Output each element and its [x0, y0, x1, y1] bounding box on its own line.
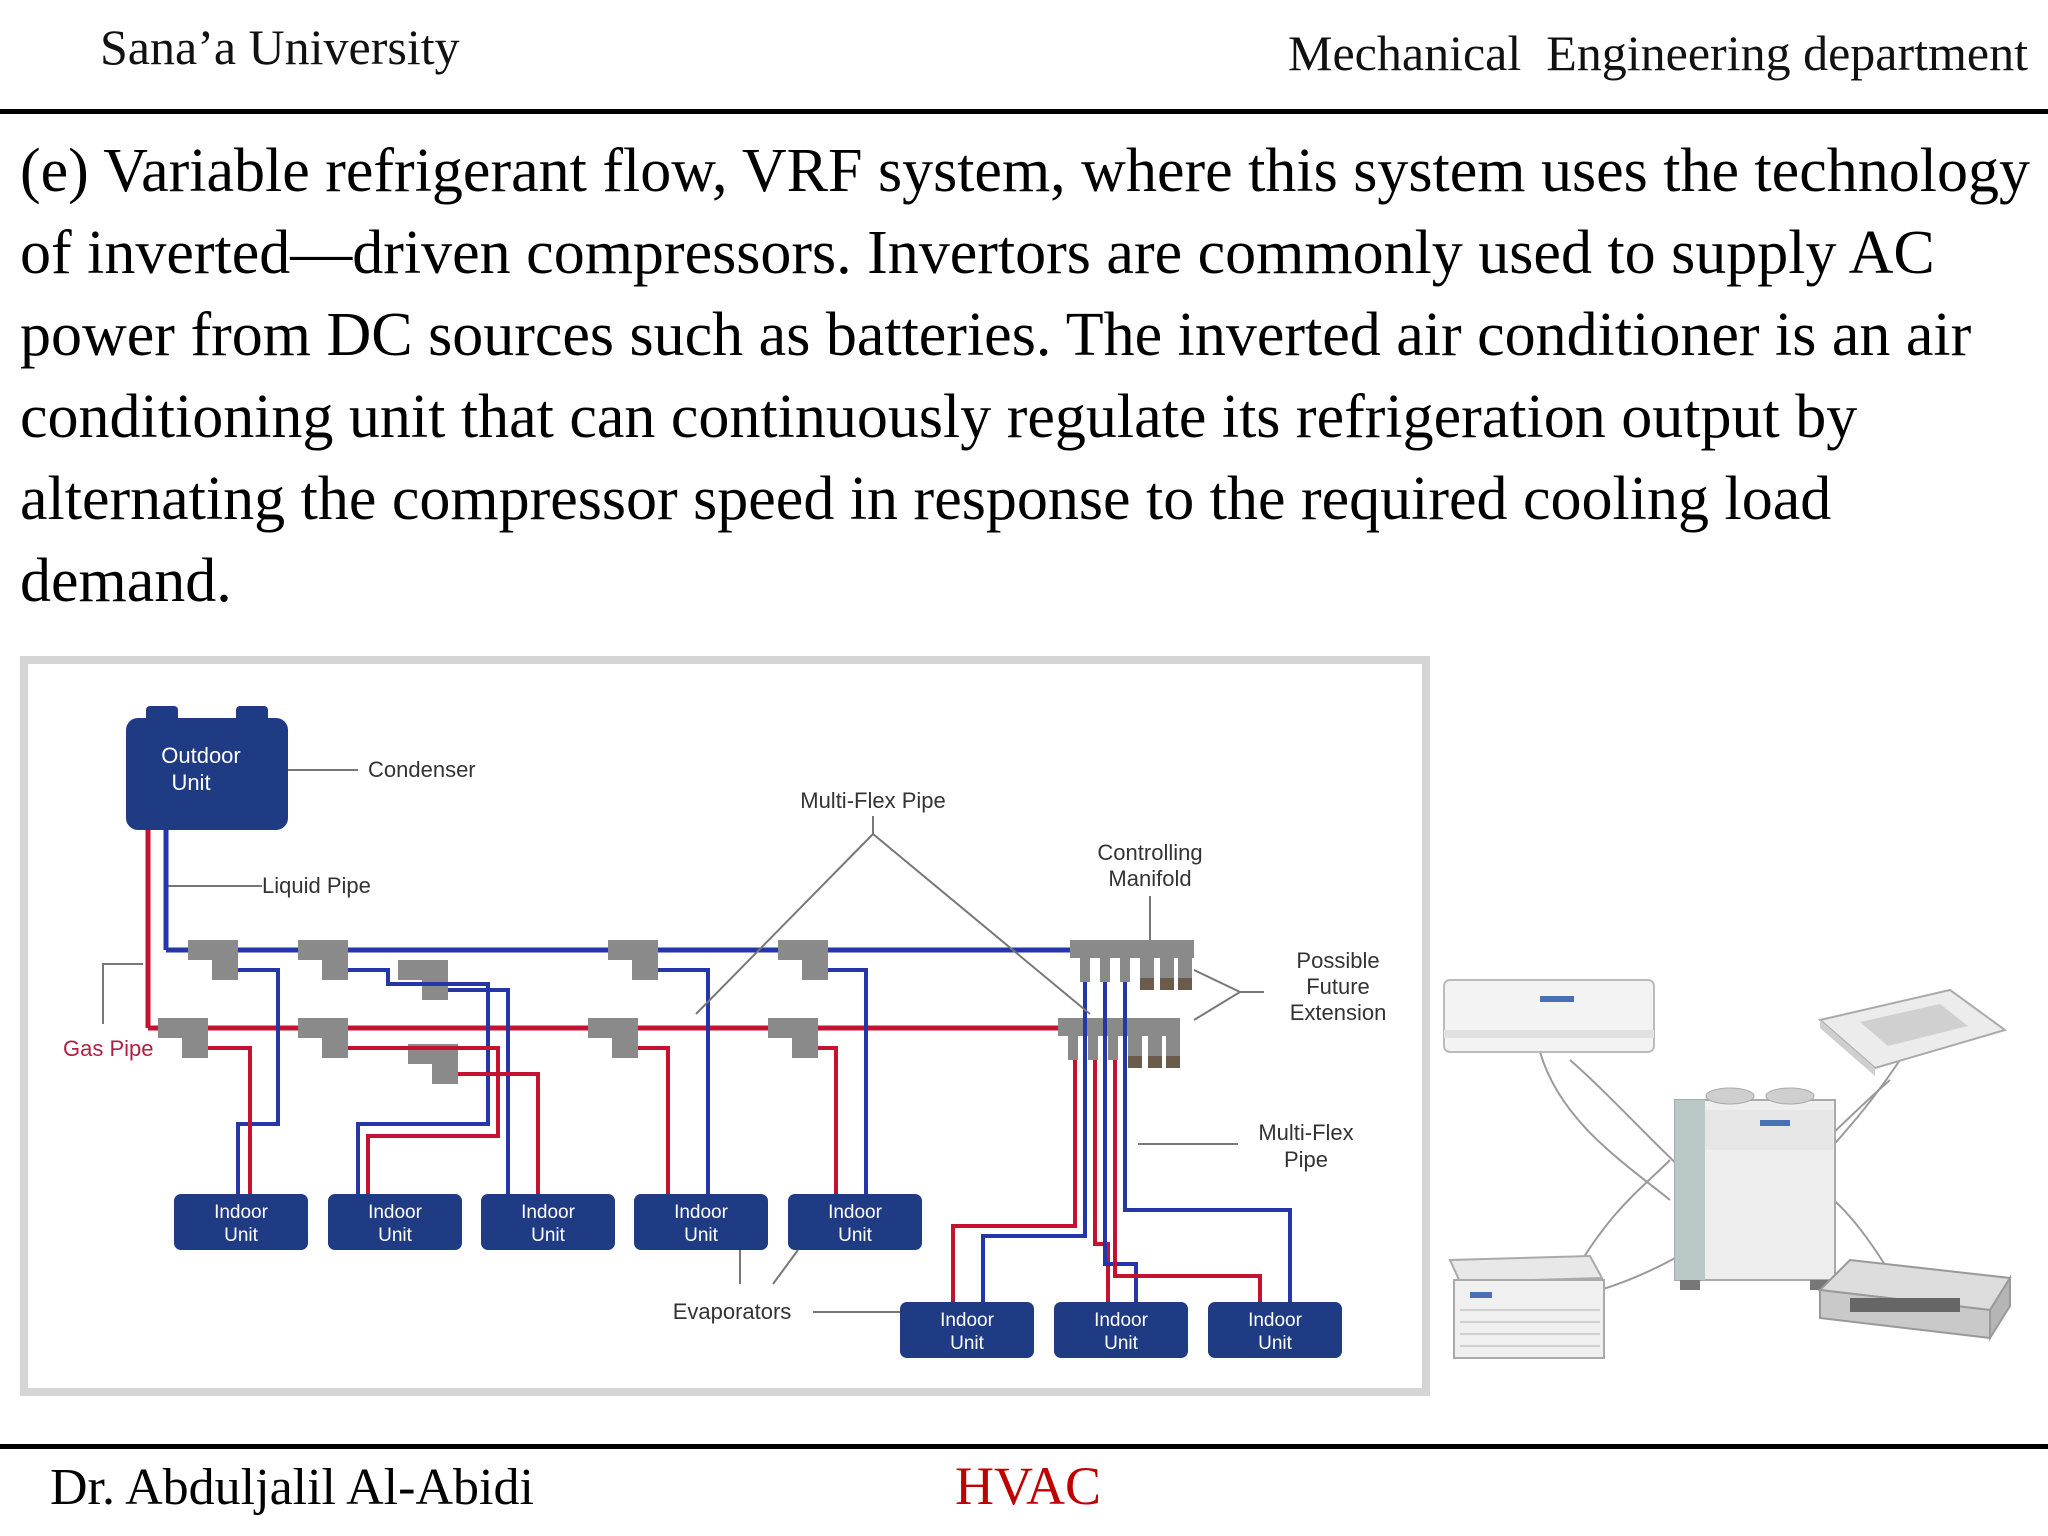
liquid-manifold: [1070, 940, 1194, 958]
indoor-unit-label: Unit: [684, 1225, 719, 1246]
body-paragraph: (e) Variable refrigerant flow, VRF syste…: [20, 137, 2030, 615]
extension-label-1: Possible: [1296, 948, 1379, 973]
outdoor-vrf-unit: [1674, 1087, 1836, 1290]
branch-joints: [158, 940, 828, 1084]
indoor-unit-label: Indoor: [368, 1202, 423, 1223]
evaporators-label: Evaporators: [673, 1299, 792, 1324]
manifold-branch-pipes: [951, 982, 1292, 1302]
indoor-unit-label: Unit: [1104, 1333, 1139, 1354]
vrf-diagram-svg: Outdoor Unit Condenser Liquid Pipe Gas P…: [63, 706, 1387, 1358]
outdoor-unit-box: [126, 718, 288, 830]
course-name: HVAC: [955, 1456, 1102, 1516]
ceiling-floor-indoor-unit: [1448, 1254, 1605, 1359]
extension-caps: [1128, 978, 1192, 1068]
indoor-unit: Indoor Unit: [481, 1194, 615, 1250]
multi-flex-pipe-top-label: Multi-Flex Pipe: [800, 788, 945, 813]
indoor-unit: Indoor Unit: [1054, 1302, 1188, 1358]
indoor-unit: Indoor Unit: [634, 1194, 768, 1250]
extension-label-2: Future: [1306, 974, 1370, 999]
indoor-unit-label: Unit: [224, 1225, 259, 1246]
author-name: Dr. Abduljalil Al-Abidi: [50, 1459, 534, 1516]
indoor-unit-label: Indoor: [521, 1202, 576, 1223]
indoor-unit-label: Indoor: [828, 1202, 883, 1223]
wall-mounted-indoor-unit: [1443, 979, 1655, 1053]
multi-flex-right-label-2: Pipe: [1284, 1147, 1328, 1172]
liquid-pipe-label: Liquid Pipe: [262, 873, 371, 898]
indoor-unit-label: Indoor: [674, 1202, 729, 1223]
university-name: Sana’a University: [100, 19, 460, 75]
ducted-indoor-unit: [1817, 1258, 2012, 1342]
header-divider: [0, 109, 2048, 114]
cassette-indoor-unit: [1817, 988, 2008, 1076]
outdoor-unit-fan-cap: [146, 706, 178, 722]
condenser-label: Condenser: [368, 757, 476, 782]
evaporators-leader: [772, 1249, 799, 1285]
multi-flex-leader-right: [872, 833, 1091, 1015]
indoor-unit-label: Indoor: [940, 1310, 995, 1331]
indoor-unit-label: Unit: [838, 1225, 873, 1246]
indoor-unit: Indoor Unit: [788, 1194, 922, 1250]
indoor-unit-label: Unit: [531, 1225, 566, 1246]
gas-pipe-label: Gas Pipe: [63, 1036, 154, 1061]
indoor-unit: Indoor Unit: [328, 1194, 462, 1250]
extension-label-3: Extension: [1290, 1000, 1387, 1025]
controlling-manifold-label-2: Manifold: [1108, 866, 1191, 891]
indoor-unit-label: Indoor: [1248, 1310, 1303, 1331]
multi-flex-leader-left: [695, 833, 874, 1015]
indoor-unit-label: Unit: [1258, 1333, 1293, 1354]
branch-pipes: [208, 968, 868, 1194]
outdoor-unit-label-1: Outdoor: [161, 743, 241, 768]
gas-manifold: [1058, 1018, 1180, 1036]
vrf-system-diagram: Outdoor Unit Condenser Liquid Pipe Gas P…: [20, 656, 1430, 1396]
controlling-manifold-label-1: Controlling: [1097, 840, 1202, 865]
indoor-unit-label: Indoor: [1094, 1310, 1149, 1331]
vrf-equipment-photo: [1443, 979, 2012, 1359]
indoor-unit-label: Unit: [378, 1225, 413, 1246]
outdoor-unit-fan-cap: [236, 706, 268, 722]
footer-divider: [0, 1444, 2048, 1449]
extension-bracket: [1193, 969, 1243, 1021]
indoor-unit: Indoor Unit: [900, 1302, 1034, 1358]
manifold-ports: [1068, 958, 1192, 1060]
indoor-unit: Indoor Unit: [174, 1194, 308, 1250]
outdoor-unit-label-2: Unit: [171, 770, 210, 795]
department-name: Mechanical Engineering department: [1288, 25, 2028, 81]
multi-flex-right-label-1: Multi-Flex: [1258, 1120, 1353, 1145]
gas-pipe-leader: [102, 963, 143, 1024]
indoor-unit: Indoor Unit: [1208, 1302, 1342, 1358]
indoor-unit-label: Unit: [950, 1333, 985, 1354]
indoor-unit-label: Indoor: [214, 1202, 269, 1223]
